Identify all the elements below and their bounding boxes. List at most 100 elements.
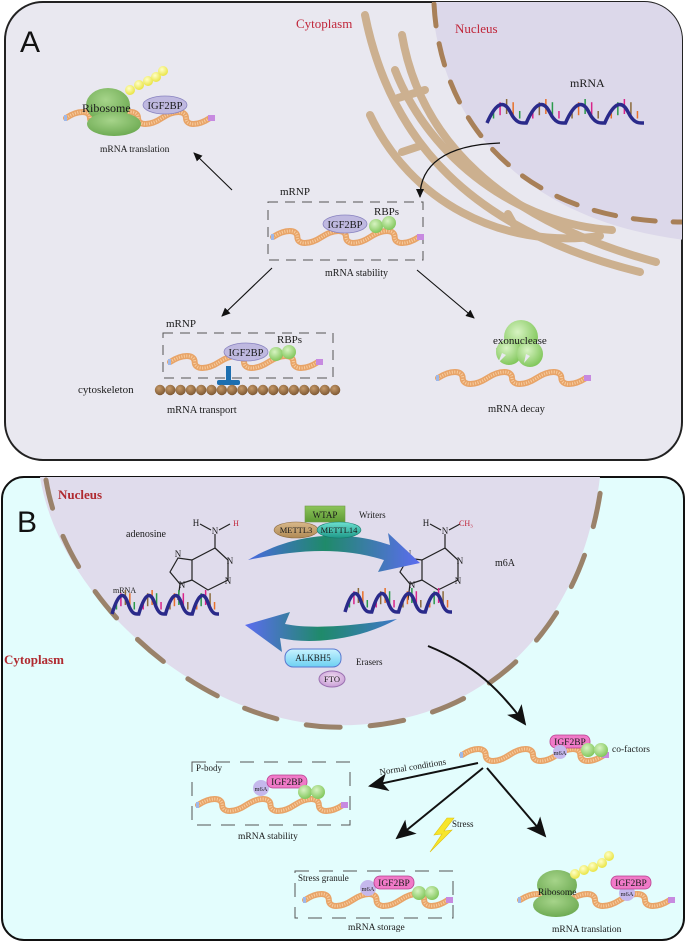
five-prime-cap-icon bbox=[518, 897, 521, 903]
translation-caption-b: mRNA translation bbox=[552, 925, 622, 935]
igf2bp-protein-icon bbox=[142, 95, 188, 115]
poly-a-tail-icon bbox=[668, 897, 675, 903]
poly-a-tail-icon bbox=[341, 802, 348, 808]
ribosome-label: Ribosome bbox=[82, 101, 131, 115]
poly-a-tail-icon bbox=[316, 359, 323, 365]
rbp-icon bbox=[269, 347, 283, 361]
strand-texture bbox=[304, 892, 449, 908]
cytoskeleton-bead bbox=[206, 384, 217, 396]
cytoskeleton-bead bbox=[175, 384, 186, 396]
peptide-chain-icon bbox=[125, 66, 168, 95]
igf2bp-protein-icon bbox=[223, 342, 269, 362]
cytoskeleton-bead bbox=[154, 384, 166, 396]
peptide-chain-icon bbox=[570, 851, 614, 879]
motor-protein-icon bbox=[217, 366, 240, 385]
cytoskeleton-bead bbox=[319, 384, 330, 396]
translation-arrow bbox=[486, 767, 547, 838]
poly-a-tail-icon bbox=[417, 234, 424, 240]
ribosome-label: Ribosome bbox=[538, 888, 577, 898]
methylation-arrow bbox=[248, 533, 420, 572]
cytoskeleton-bead bbox=[299, 384, 310, 396]
nuclear-envelope-b bbox=[43, 477, 605, 730]
igf2bp-protein-icon bbox=[266, 774, 308, 789]
igf2bp-label: IGF2BP bbox=[554, 738, 586, 748]
mrna-strand bbox=[195, 796, 348, 814]
panel-letter-b: B bbox=[17, 506, 37, 539]
igf2bp-label: IGF2BP bbox=[228, 348, 263, 359]
panel-a: A Cytoplasm Nucleus mRNA Ribosome IGF2BP bbox=[4, 1, 683, 461]
bond-line bbox=[448, 523, 461, 531]
region-label-cytoplasm-a: Cytoplasm bbox=[296, 16, 352, 31]
translation-complex-a: Ribosome IGF2BP mRNA translation bbox=[63, 66, 215, 155]
demethylation-arrow bbox=[245, 612, 397, 652]
igf2bp-label: IGF2BP bbox=[378, 879, 410, 889]
atom-label: N bbox=[225, 576, 232, 586]
strand-texture bbox=[65, 110, 211, 126]
dna-helix-icon bbox=[343, 588, 453, 614]
endoplasmic-reticulum bbox=[361, 11, 660, 276]
igf2bp-protein-icon bbox=[322, 214, 368, 234]
export-arrow bbox=[416, 142, 501, 198]
five-prime-cap-icon bbox=[303, 897, 306, 903]
igf2bp-label: IGF2BP bbox=[327, 220, 362, 231]
bond-line bbox=[429, 523, 442, 531]
cofactor-icon bbox=[425, 886, 439, 900]
p-body-caption: mRNA stability bbox=[238, 832, 298, 842]
stability-complex-a: mRNP IGF2BP RBPs mRNA stability bbox=[267, 186, 424, 279]
cytoskeleton-bead bbox=[165, 384, 176, 396]
mrnp-label: mRNP bbox=[166, 318, 196, 330]
cytoskeleton-bead bbox=[196, 384, 207, 396]
atom-label: H bbox=[423, 518, 430, 528]
stress-arrow bbox=[395, 767, 484, 840]
igf2bp-protein-icon bbox=[373, 875, 415, 890]
helix-backbone bbox=[110, 593, 220, 616]
m6a-label: m6A bbox=[495, 558, 516, 569]
m6a-mark-label: m6A bbox=[255, 786, 268, 793]
p-body-complex: P-body m6A IGF2BP mRNA stability bbox=[191, 761, 351, 842]
poly-a-tail-icon bbox=[584, 375, 591, 381]
p-body-box bbox=[191, 761, 351, 826]
cofactor-icon bbox=[412, 886, 426, 900]
atom-label: CH₃ bbox=[459, 519, 473, 528]
cofactors-label: co-factors bbox=[612, 744, 650, 755]
cytoskeleton-bead bbox=[329, 384, 341, 396]
cytoskeleton-bead bbox=[247, 384, 258, 396]
cofactor-icon bbox=[298, 785, 312, 799]
poly-a-tail-icon bbox=[208, 115, 215, 121]
region-label-nucleus-a: Nucleus bbox=[455, 21, 498, 36]
alkbh5-protein-icon bbox=[284, 648, 342, 668]
m6a-mark-label: m6A bbox=[362, 886, 375, 893]
stress-granule-box bbox=[294, 870, 454, 919]
cytoskeleton-label: cytoskeleton bbox=[78, 384, 134, 396]
cytoskeleton-bead bbox=[216, 384, 227, 396]
cytoskeleton-bead bbox=[309, 384, 320, 396]
mrna-strand bbox=[167, 353, 323, 371]
stress-granule-label: Stress granule bbox=[298, 873, 349, 883]
dna-helix-icon bbox=[110, 590, 220, 616]
export-arrow-b bbox=[427, 645, 527, 726]
p-body-label: P-body bbox=[196, 763, 223, 773]
wtap-label: WTAP bbox=[313, 510, 338, 520]
region-label-nucleus-b: Nucleus bbox=[58, 487, 102, 502]
m6a-mark-label: m6A bbox=[621, 891, 634, 898]
atom-label: N bbox=[175, 549, 182, 559]
igf2bp-label: IGF2BP bbox=[271, 778, 303, 788]
five-prime-cap-icon bbox=[196, 802, 199, 808]
cytoskeleton-bead bbox=[226, 384, 238, 396]
mrnp-box bbox=[267, 201, 424, 261]
atom-label: N bbox=[179, 580, 186, 590]
five-prime-cap-icon bbox=[64, 115, 67, 121]
cytoskeleton-track bbox=[154, 384, 341, 396]
mrnp-box bbox=[162, 332, 334, 379]
rbps-label: RBPs bbox=[277, 334, 302, 346]
fto-label: FTO bbox=[324, 674, 340, 684]
igf2bp-label: IGF2BP bbox=[147, 101, 182, 112]
strand-texture bbox=[169, 354, 319, 370]
atom-label: N bbox=[457, 556, 464, 566]
atom-label: N bbox=[409, 580, 416, 590]
adenosine-label: adenosine bbox=[126, 529, 167, 540]
rbps-label: RBPs bbox=[374, 206, 399, 218]
